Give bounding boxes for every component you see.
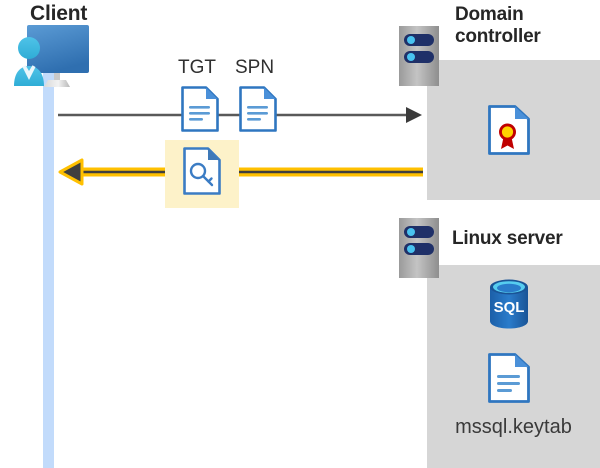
key-document-icon — [182, 146, 222, 196]
tgt-label: TGT — [178, 57, 216, 78]
sql-icon-text: SQL — [494, 299, 525, 316]
response-arrow — [58, 158, 423, 186]
spn-document-icon — [238, 85, 278, 133]
client-title: Client — [30, 2, 88, 25]
keytab-document-icon — [487, 352, 531, 404]
spn-label: SPN — [235, 57, 275, 78]
request-arrow — [58, 104, 423, 126]
certificate-document-icon — [487, 104, 531, 156]
sql-database-icon: SQL — [485, 278, 533, 330]
tgt-document-icon — [180, 85, 220, 133]
client-lifeline — [43, 62, 54, 468]
domain-controller-title: Domain controller — [455, 4, 541, 47]
server-rack-icon — [399, 218, 439, 278]
keytab-filename-label: mssql.keytab — [455, 416, 572, 438]
linux-server-title: Linux server — [452, 228, 563, 249]
client-computer-icon — [6, 22, 110, 94]
server-rack-icon — [399, 26, 439, 86]
